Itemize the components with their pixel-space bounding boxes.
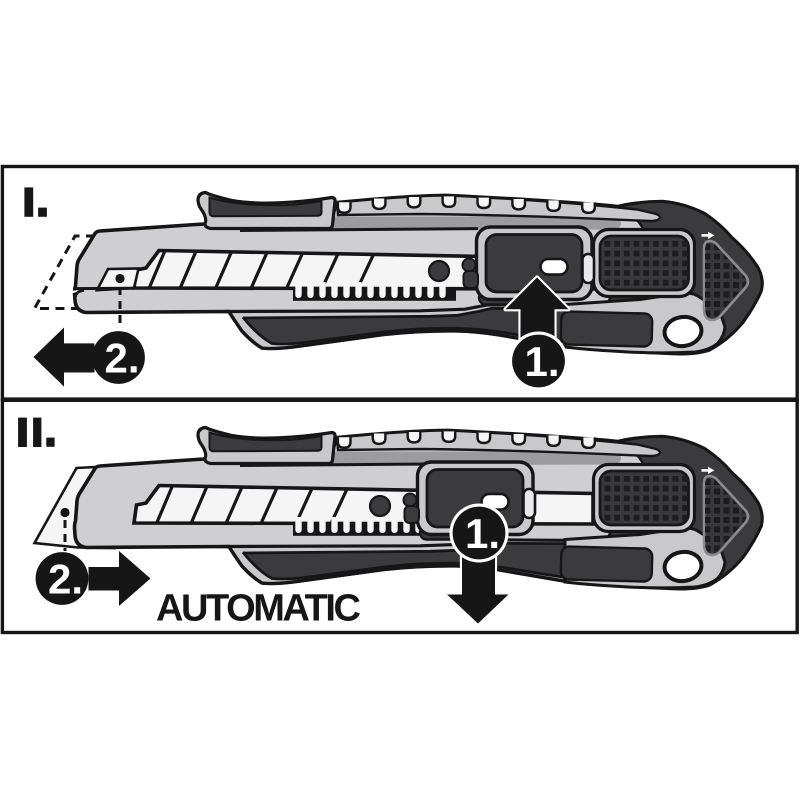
svg-text:AUTOMATIC: AUTOMATIC — [156, 588, 361, 630]
svg-text:1.: 1. — [524, 338, 559, 385]
svg-text:2.: 2. — [104, 335, 139, 382]
svg-text:1.: 1. — [465, 510, 500, 557]
svg-text:2.: 2. — [48, 556, 83, 603]
